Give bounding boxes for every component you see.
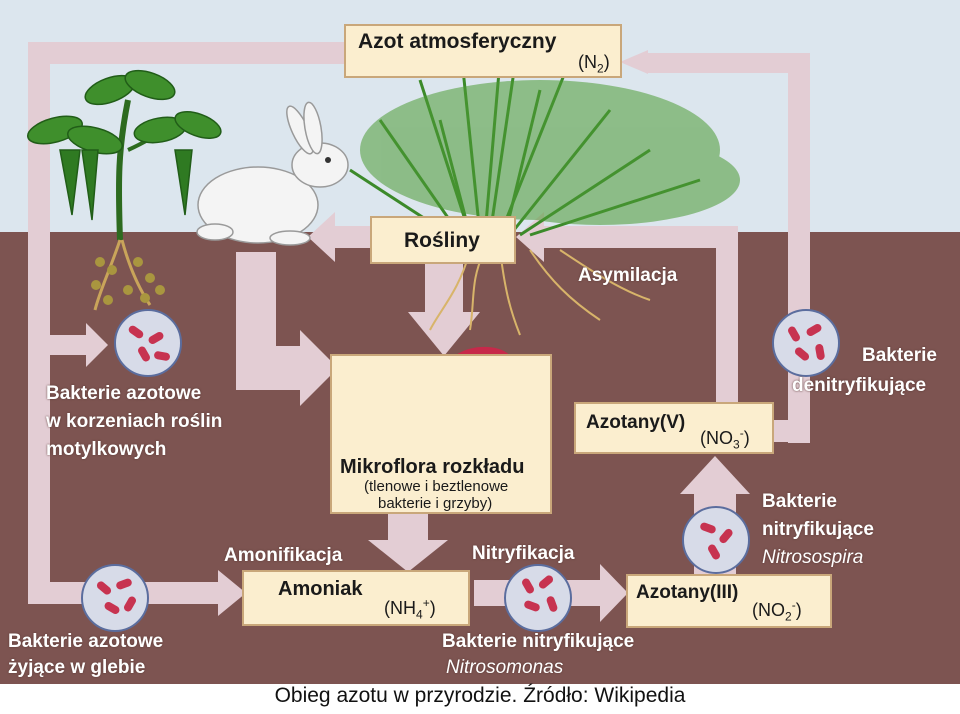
cycle-arrows — [28, 42, 810, 622]
label-soil-bacteria-line1: Bakterie azotowe — [8, 631, 164, 652]
bacteria-cell-nitrifying-bottom — [504, 564, 572, 632]
box-microflora: Mikroflora rozkładu (tlenowe i beztlenow… — [330, 354, 552, 514]
rabbit-illustration — [196, 101, 349, 246]
arrow-into-atmospheric — [620, 50, 648, 74]
label-denitrifying-line2: denitryfikujące — [792, 375, 927, 396]
arrow-into-ammonia — [218, 570, 246, 616]
label-root-bacteria-line2: w korzeniach roślin — [46, 411, 223, 432]
atmospheric-formula: (N2) — [578, 52, 610, 76]
label-nitrification: Nitryfikacja — [472, 543, 575, 564]
bacteria-cell-roots — [114, 309, 182, 377]
box-ammonia: Amoniak (NH4+) — [242, 570, 470, 626]
label-assimilation: Asymilacja — [578, 265, 678, 286]
plants-title: Rośliny — [404, 229, 480, 252]
nitrites-iii-title: Azotany(III) — [636, 582, 739, 603]
arrow-plants-to-microflora — [408, 312, 480, 356]
nitrates-v-formula: (NO3-) — [700, 426, 750, 452]
nitrates-v-title: Azotany(V) — [586, 412, 686, 433]
label-root-bacteria-line1: Bakterie azotowe — [46, 383, 202, 404]
label-nitrosospira: Nitrosospira — [762, 547, 864, 568]
arrow-top-left-bar — [28, 42, 346, 64]
arrow-left-vertical — [28, 42, 50, 602]
microflora-line2: bakterie i grzyby) — [378, 495, 493, 512]
arrow-into-microflora — [300, 330, 338, 406]
label-root-bacteria-line3: motylkowych — [46, 439, 167, 460]
figure-caption: Obieg azotu w przyrodzie. Źródło: Wikipe… — [274, 684, 686, 707]
box-nitrates-v: Azotany(V) (NO3-) — [574, 402, 774, 454]
atmospheric-title: Azot atmosferyczny — [358, 30, 557, 53]
arrow-nitrites-to-nitrates — [680, 456, 750, 494]
bacteria-cell-soil — [81, 564, 149, 632]
nitrites-iii-formula: (NO2-) — [752, 598, 802, 624]
label-nitrifying-bottom: Bakterie nitryfikujące — [442, 631, 635, 652]
label-denitrifying-line1: Bakterie — [862, 345, 937, 366]
arrow-into-root-bacteria — [86, 323, 108, 367]
ammonia-formula: (NH4+) — [384, 596, 436, 622]
bacteria-cell-nitrifying-right — [682, 506, 750, 574]
root-nodules — [91, 239, 165, 311]
label-nitrifying-line1: Bakterie — [762, 491, 837, 512]
microflora-title: Mikroflora rozkładu — [340, 456, 525, 478]
box-atmospheric-nitrogen: Azot atmosferyczny (N2) — [344, 24, 622, 78]
ammonia-title: Amoniak — [278, 578, 363, 600]
bacteria-cell-denitrifying — [772, 309, 840, 377]
label-ammonification: Amonifikacja — [224, 545, 343, 566]
label-nitrifying-line2: nitryfikujące — [762, 519, 874, 540]
label-soil-bacteria-line2: żyjące w glebie — [8, 657, 146, 678]
arrow-microflora-to-ammonia — [368, 540, 448, 572]
arrow-ammonia-to-nitrites — [600, 564, 628, 622]
label-nitrosomonas: Nitrosomonas — [446, 657, 564, 678]
box-nitrites-iii: Azotany(III) (NO2-) — [626, 574, 832, 628]
box-plants: Rośliny — [370, 216, 516, 264]
legume-plant — [27, 69, 222, 241]
grass-foliage — [360, 80, 740, 225]
microflora-line1: (tlenowe i beztlenowe — [364, 478, 509, 495]
